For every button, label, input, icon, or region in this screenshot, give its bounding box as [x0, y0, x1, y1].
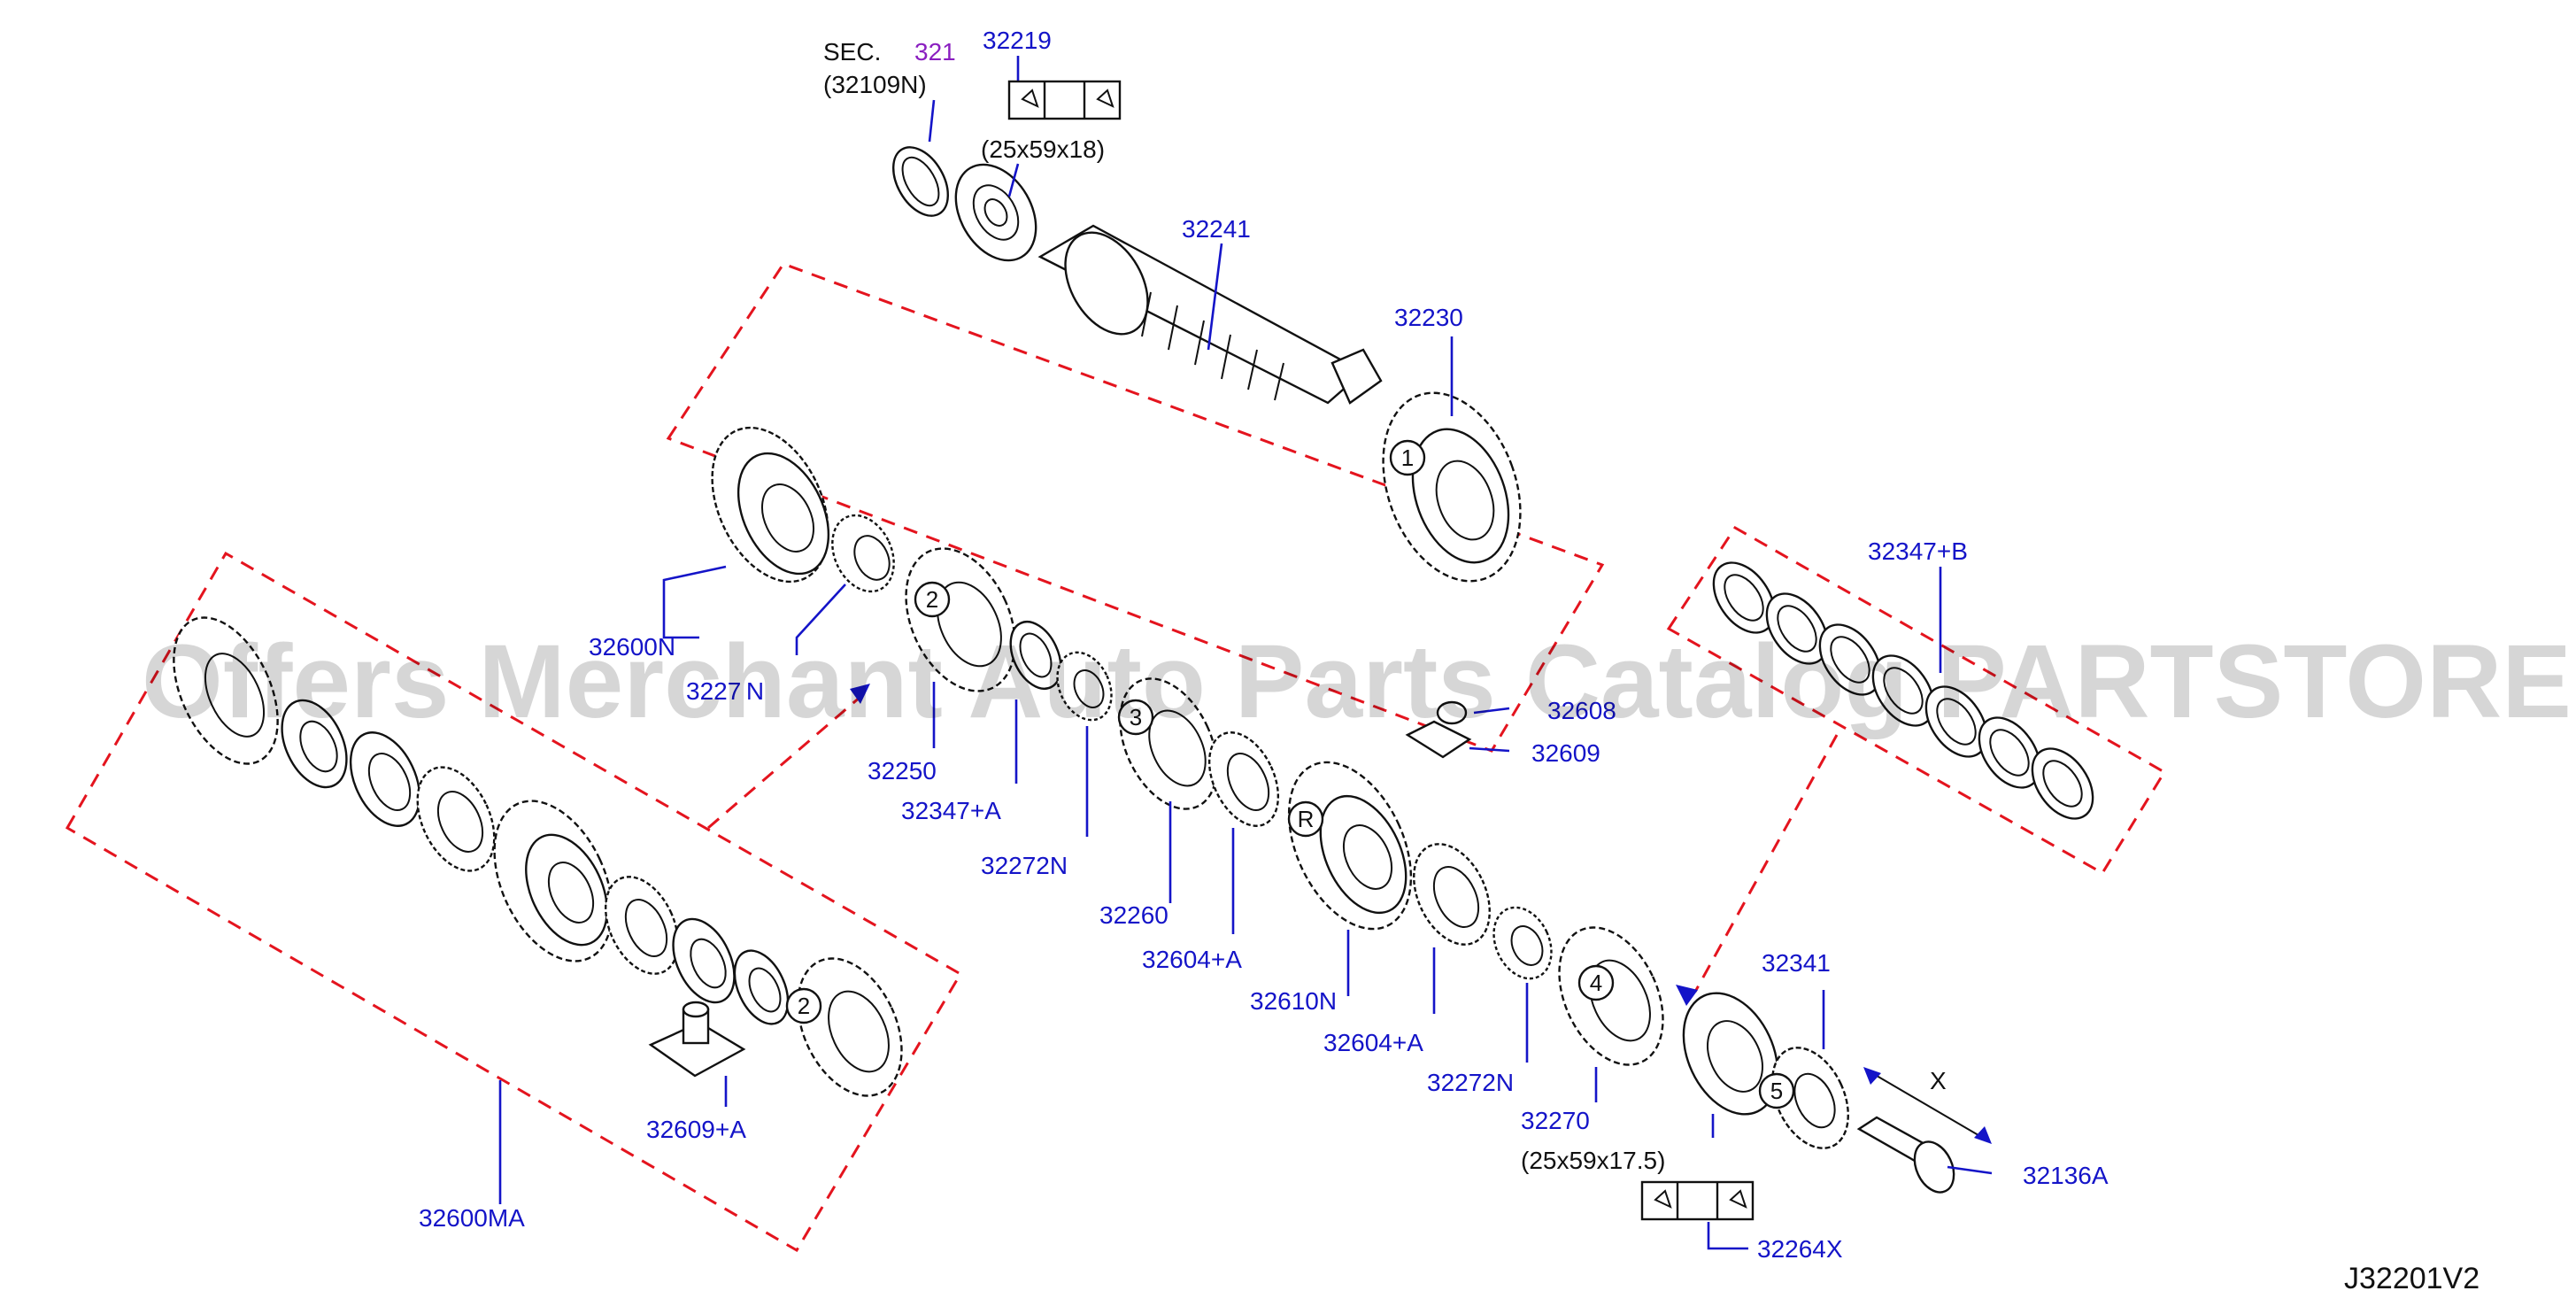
callout-32219[interactable]: 32219: [983, 27, 1052, 54]
callout-32241[interactable]: 32241: [1182, 215, 1251, 243]
bearing-bottom-size: (25x59x17.5): [1521, 1147, 1665, 1174]
needle-bearing-32272n-a[interactable]: [1047, 644, 1122, 729]
hub-left-5[interactable]: [471, 782, 636, 979]
callout-32600n[interactable]: 32600N: [589, 633, 675, 661]
svg-text:2: 2: [926, 586, 938, 613]
ring-left-8[interactable]: [724, 942, 798, 1032]
callout-32250[interactable]: 32250: [868, 757, 937, 785]
insert-32609[interactable]: [1405, 720, 1472, 759]
synchro-ring-32604a-b[interactable]: [1399, 832, 1505, 957]
leader-lines: [498, 56, 1993, 1250]
needle-bearing-32272n-b[interactable]: [1483, 898, 1562, 987]
callout-32341[interactable]: 32341: [1762, 949, 1831, 977]
arrow-head-lower: [1676, 985, 1698, 1006]
marker-1: 1: [1389, 439, 1426, 476]
callout-32270[interactable]: 32270: [1521, 1107, 1590, 1134]
input-shaft[interactable]: [1037, 218, 1383, 405]
callout-3227n[interactable]: 3227 N: [686, 677, 764, 705]
section-sub-part: (32109N): [823, 71, 927, 98]
callout-32609[interactable]: 32609: [1531, 739, 1600, 767]
marker-4: 4: [1577, 964, 1615, 1001]
dimension-x-label: X: [1930, 1067, 1947, 1094]
pin-32608[interactable]: [1436, 700, 1468, 725]
svg-text:1: 1: [1401, 444, 1414, 471]
svg-text:3: 3: [1130, 704, 1142, 730]
callout-32604a-b[interactable]: 32604+A: [1323, 1029, 1423, 1056]
leader-dash-washers: [1693, 734, 1839, 993]
gear-32341[interactable]: [1757, 1036, 1863, 1161]
gear-32230[interactable]: [1359, 374, 1546, 600]
callout-32136a[interactable]: 32136A: [2023, 1162, 2109, 1189]
callout-32347b[interactable]: 32347+B: [1868, 537, 1968, 565]
arrow-head-upper: [850, 684, 870, 704]
dimension-x: [1863, 1067, 1992, 1144]
needle-bearing-upper[interactable]: [821, 506, 906, 602]
group-outline-upper: [666, 262, 1605, 753]
callout-32272n-b[interactable]: 32272N: [1427, 1069, 1514, 1096]
gear-left-9[interactable]: [777, 942, 922, 1113]
callout-32260[interactable]: 32260: [1099, 901, 1168, 929]
marker-2-upper: 2: [914, 581, 951, 618]
callout-32604a-a[interactable]: 32604+A: [1142, 946, 1242, 973]
callout-32264x[interactable]: 32264X: [1757, 1235, 1843, 1263]
gear-32270[interactable]: [1539, 911, 1684, 1082]
synchro-hub-32610n[interactable]: [1264, 743, 1435, 948]
ring-left-3[interactable]: [337, 722, 434, 837]
diagram-reference-code: J32201V2: [2344, 1262, 2480, 1295]
washer-32347a[interactable]: [1000, 614, 1070, 697]
block-32609a[interactable]: [648, 1001, 746, 1078]
synchro-ring-32604a-a[interactable]: [1196, 722, 1292, 837]
marker-r: R: [1287, 800, 1324, 838]
snap-ring-top[interactable]: [882, 138, 959, 226]
bearing-top-size: (25x59x18): [981, 135, 1105, 163]
group-outline-washers: [1666, 526, 2167, 876]
bearing-size-box-top: [1007, 80, 1122, 120]
bolt-32136a[interactable]: [1856, 1116, 1962, 1199]
svg-text:R: R: [1298, 806, 1315, 832]
callout-32230[interactable]: 32230: [1394, 304, 1463, 331]
synchro-assembly-32600n[interactable]: [690, 409, 852, 600]
callout-32600ma[interactable]: 32600MA: [419, 1204, 525, 1232]
callout-32272n-a[interactable]: 32272N: [981, 852, 1068, 879]
callout-32609a[interactable]: 32609+A: [646, 1116, 746, 1143]
marker-5: 5: [1758, 1072, 1795, 1109]
callout-32347a[interactable]: 32347+A: [901, 797, 1001, 824]
section-prefix: SEC.: [823, 38, 881, 66]
bearing-bottom[interactable]: [1665, 978, 1796, 1129]
marker-3: 3: [1117, 699, 1154, 736]
washer-set-32347b[interactable]: [1701, 552, 2105, 830]
bearing-size-box-bottom: [1640, 1180, 1755, 1221]
callout-32608[interactable]: 32608: [1547, 697, 1616, 724]
ring-left-2[interactable]: [269, 690, 359, 797]
watermark: Offers Merchant Auto Parts Catalog PARTS…: [142, 623, 2576, 740]
gear-left-1[interactable]: [152, 601, 298, 780]
bearing-top[interactable]: [939, 151, 1052, 274]
ring-left-4[interactable]: [402, 755, 509, 884]
svg-text:2: 2: [798, 993, 810, 1019]
ring-left-7[interactable]: [661, 909, 747, 1012]
callout-32610n[interactable]: 32610N: [1250, 987, 1337, 1015]
svg-text:4: 4: [1590, 970, 1602, 996]
marker-2-lower: 2: [785, 987, 822, 1024]
ring-left-6[interactable]: [591, 865, 692, 985]
leader-dash-upper: [707, 689, 868, 830]
svg-text:5: 5: [1770, 1078, 1783, 1104]
section-number-link[interactable]: 321: [914, 38, 956, 66]
